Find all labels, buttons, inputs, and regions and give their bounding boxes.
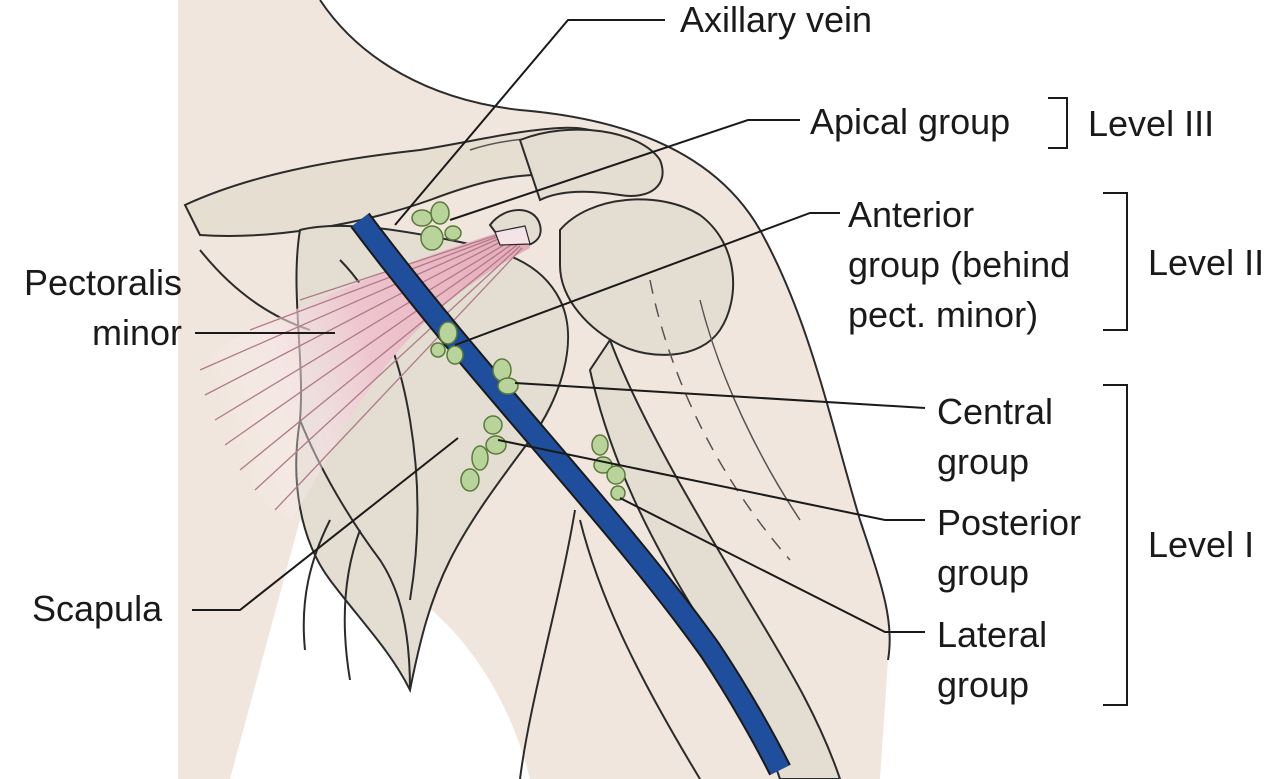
- leader-scapula: [192, 437, 459, 611]
- label-anterior-line-3: pect. minor): [848, 294, 1039, 335]
- pectoralis-minor-tendon: [494, 225, 531, 246]
- leader-posterior-group: [497, 439, 925, 521]
- label-lateral-line-1: Lateral: [937, 614, 1048, 655]
- humerus-line-1: [649, 279, 791, 561]
- label-level-3: Level III: [1088, 103, 1215, 144]
- label-anterior-line-2: group (behind: [848, 244, 1071, 285]
- leader-apical-group: [449, 119, 800, 221]
- label-pectoralis-minor: Pectoralis minor: [0, 258, 182, 358]
- label-scapula: Scapula: [32, 588, 163, 629]
- humerus-shaft: [588, 337, 842, 779]
- arm-outline: [519, 509, 576, 779]
- label-level-1: Level I: [1148, 524, 1255, 565]
- label-lateral-group: Lateral group: [937, 610, 1047, 710]
- humeral-head: [559, 198, 735, 356]
- label-central-group: Central group: [937, 387, 1053, 487]
- rib-3: [343, 529, 361, 681]
- label-pectoralis-line-2: minor: [91, 312, 182, 353]
- leader-lines: [192, 19, 926, 633]
- humerus-line-2: [699, 299, 801, 521]
- bracket-level-1: [1103, 384, 1128, 706]
- label-lateral-line-2: group: [937, 664, 1030, 705]
- bracket-level-3: [1048, 97, 1068, 149]
- label-central-line-2: group: [937, 441, 1030, 482]
- label-posterior-line-2: group: [937, 552, 1030, 593]
- axillary-vein-fill: [352, 213, 789, 775]
- label-anterior-line-1: Anterior: [848, 194, 975, 235]
- bracket-level-2: [1103, 192, 1128, 331]
- label-axillary-vein: Axillary vein: [680, 0, 873, 40]
- pectoralis-minor-fibers: [199, 233, 523, 511]
- leader-central-group: [514, 382, 926, 409]
- leader-lateral-group: [619, 497, 925, 633]
- upper-arm-inner-outline: [579, 519, 701, 779]
- label-anterior-group: Anterior group (behind pect. minor): [848, 190, 1070, 340]
- leader-anterior-group: [454, 212, 840, 346]
- label-level-2: Level II: [1148, 242, 1265, 283]
- label-apical-group: Apical group: [810, 101, 1011, 142]
- acromion: [518, 128, 664, 202]
- label-posterior-line-1: Posterior: [937, 502, 1082, 543]
- level-brackets: [1048, 97, 1128, 706]
- neck-outline: [319, 0, 891, 661]
- lymph-nodes: [411, 201, 626, 501]
- leader-axillary-vein: [394, 19, 665, 226]
- rib-2: [302, 519, 331, 651]
- label-posterior-group: Posterior group: [937, 498, 1081, 598]
- label-pectoralis-line-1: Pectoralis: [23, 262, 182, 303]
- label-central-line-1: Central: [937, 391, 1054, 432]
